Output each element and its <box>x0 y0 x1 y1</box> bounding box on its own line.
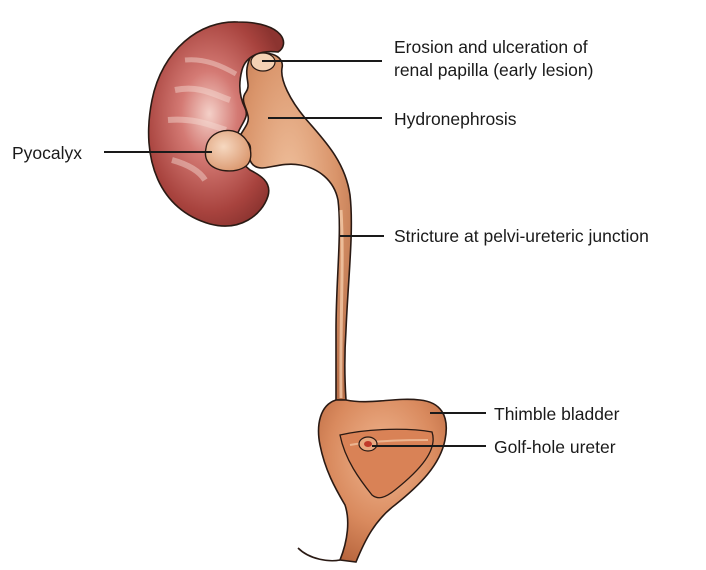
urethra <box>298 548 340 561</box>
renal-pelvis-and-ureter <box>238 53 351 400</box>
pyocalyx <box>205 130 250 170</box>
label-golf-hole-ureter: Golf-hole ureter <box>494 436 616 458</box>
label-erosion-line1: Erosion and ulceration of <box>394 36 588 58</box>
label-stricture: Stricture at pelvi-ureteric junction <box>394 225 649 247</box>
label-hydronephrosis: Hydronephrosis <box>394 108 517 130</box>
label-pyocalyx: Pyocalyx <box>12 142 82 164</box>
label-erosion-line2: renal papilla (early lesion) <box>394 59 593 81</box>
label-thimble-bladder: Thimble bladder <box>494 403 619 425</box>
